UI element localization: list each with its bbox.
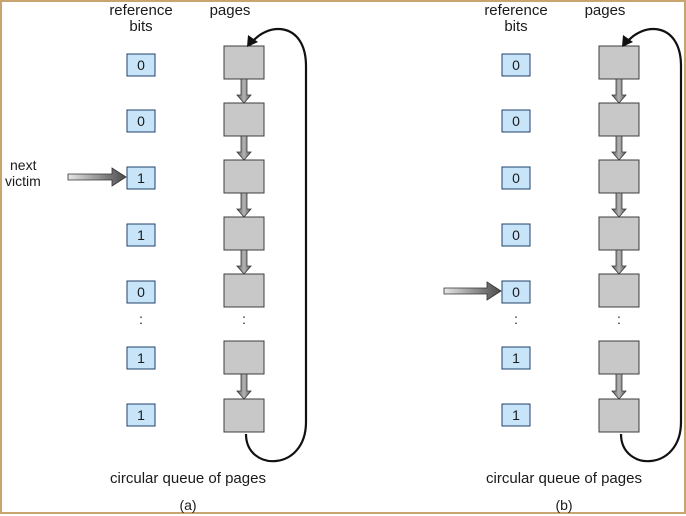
reference-bit-value: 0 xyxy=(512,284,520,300)
reference-bit-box xyxy=(126,223,156,247)
reference-bit-value: 1 xyxy=(137,170,145,186)
pages-ellipsis: : xyxy=(242,311,246,327)
page-box xyxy=(223,45,265,80)
reference-bit-box xyxy=(126,53,156,77)
page-box xyxy=(598,102,640,137)
bits-ellipsis: : xyxy=(514,311,518,327)
circular-loop-connector xyxy=(619,28,683,463)
pages-header: pages xyxy=(585,2,626,19)
page-box xyxy=(223,159,265,194)
page-next-arrow xyxy=(611,135,627,161)
pages-ellipsis: : xyxy=(617,311,621,327)
reference-bit-value: 0 xyxy=(137,284,145,300)
reference-bit-box xyxy=(126,166,156,190)
reference-bit-value: 1 xyxy=(137,407,145,423)
reference-bits-header-line1: reference xyxy=(484,2,547,19)
panel-sublabel: (b) xyxy=(555,497,572,513)
reference-bit-value: 0 xyxy=(137,113,145,129)
page-next-arrow xyxy=(236,373,252,400)
reference-bit-box xyxy=(501,346,531,370)
reference-bit-box xyxy=(501,280,531,304)
reference-bits-header-line2: bits xyxy=(504,18,527,35)
bits-ellipsis: : xyxy=(139,311,143,327)
page-next-arrow xyxy=(611,373,627,400)
reference-bit-box xyxy=(126,280,156,304)
reference-bits-header-line2: bits xyxy=(129,18,152,35)
next-victim-label-line1: next xyxy=(10,157,37,173)
reference-bit-value: 1 xyxy=(137,350,145,366)
reference-bit-box xyxy=(501,403,531,427)
page-box xyxy=(223,102,265,137)
page-next-arrow xyxy=(236,192,252,218)
panel-sublabel: (a) xyxy=(179,497,196,513)
reference-bit-value: 0 xyxy=(137,57,145,73)
page-next-arrow xyxy=(611,192,627,218)
reference-bit-value: 0 xyxy=(512,57,520,73)
panel-caption: circular queue of pages xyxy=(110,470,266,487)
page-box xyxy=(223,216,265,251)
panel-caption: circular queue of pages xyxy=(486,470,642,487)
reference-bit-box xyxy=(501,223,531,247)
reference-bit-box xyxy=(126,109,156,133)
reference-bit-box xyxy=(126,346,156,370)
next-victim-pointer-arrow xyxy=(67,167,127,187)
reference-bit-box xyxy=(501,109,531,133)
reference-bit-box xyxy=(501,53,531,77)
page-next-arrow xyxy=(611,78,627,104)
panel-a: referencebitspages0011011::nextvictimcir… xyxy=(5,2,308,513)
circular-loop-connector xyxy=(244,28,308,463)
page-next-arrow xyxy=(236,249,252,275)
page-box xyxy=(598,45,640,80)
page-next-arrow xyxy=(611,249,627,275)
pages-header: pages xyxy=(210,2,251,19)
page-box xyxy=(598,159,640,194)
page-box xyxy=(598,340,640,375)
reference-bit-value: 1 xyxy=(137,227,145,243)
reference-bit-value: 0 xyxy=(512,170,520,186)
page-next-arrow xyxy=(236,78,252,104)
next-victim-label-line2: victim xyxy=(5,173,41,189)
reference-bit-value: 0 xyxy=(512,113,520,129)
loop-arrowhead xyxy=(622,35,633,47)
next-victim-pointer-arrow xyxy=(443,281,502,301)
reference-bit-value: 1 xyxy=(512,407,520,423)
page-box xyxy=(223,340,265,375)
reference-bit-value: 1 xyxy=(512,350,520,366)
page-box xyxy=(598,216,640,251)
page-box xyxy=(598,273,640,308)
reference-bit-box xyxy=(126,403,156,427)
reference-bit-box xyxy=(501,166,531,190)
page-box xyxy=(598,398,640,433)
loop-arrowhead xyxy=(247,35,258,47)
reference-bits-header-line1: reference xyxy=(109,2,172,19)
page-box xyxy=(223,273,265,308)
reference-bit-value: 0 xyxy=(512,227,520,243)
page-box xyxy=(223,398,265,433)
page-next-arrow xyxy=(236,135,252,161)
